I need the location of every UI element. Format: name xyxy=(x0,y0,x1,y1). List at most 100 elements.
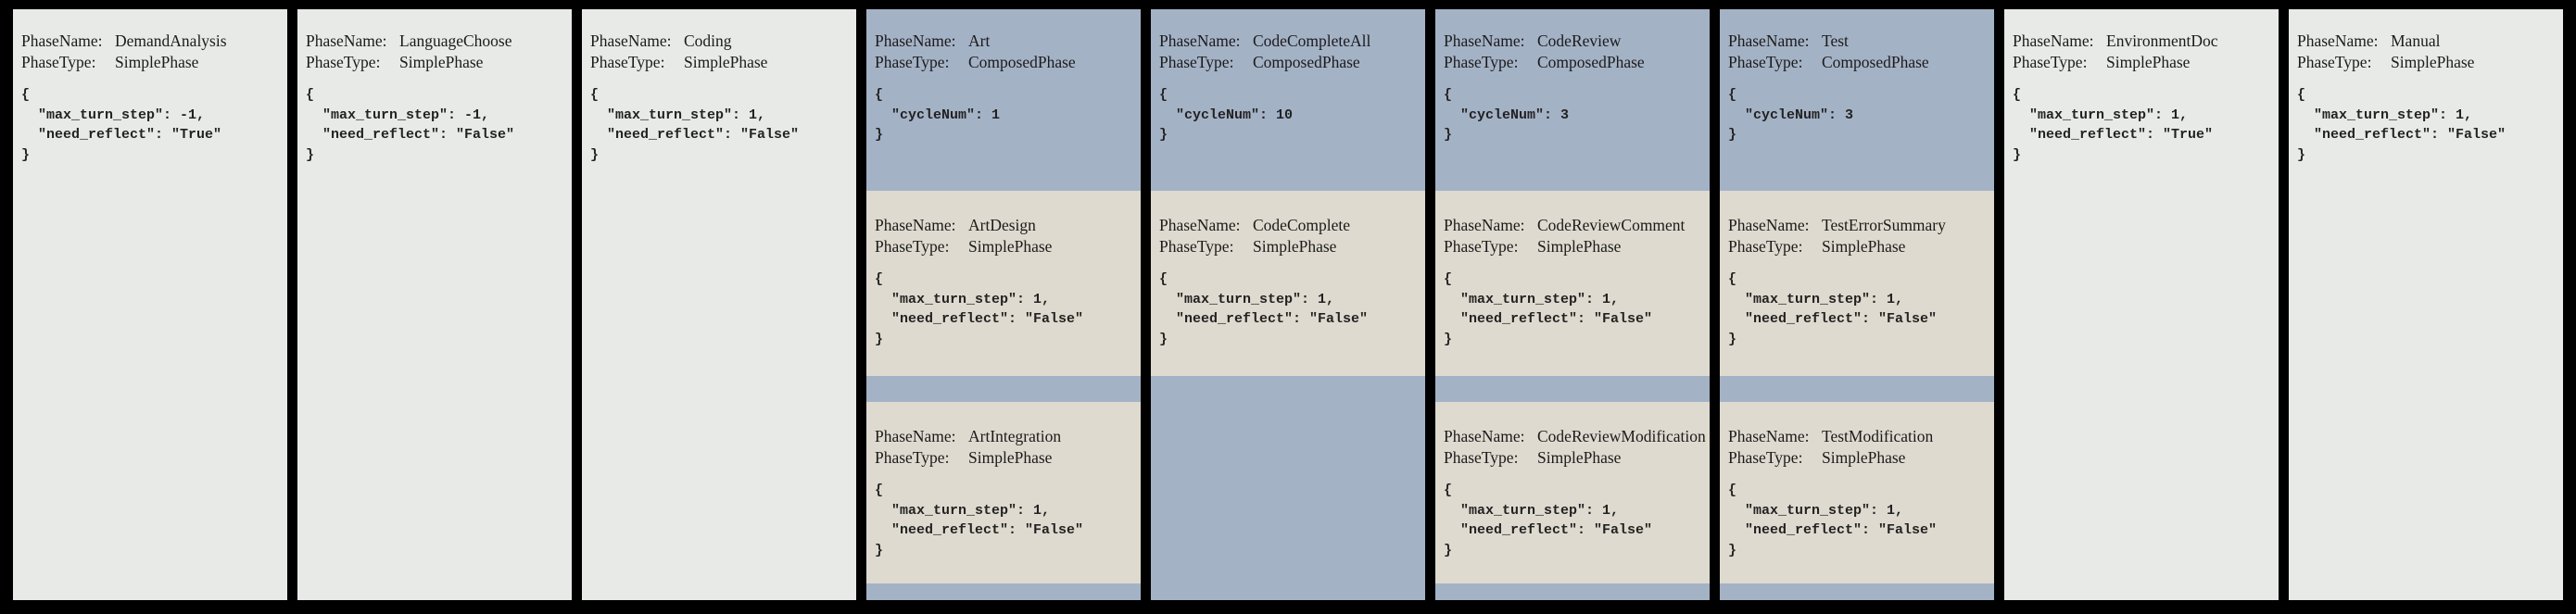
phase-name-label: PhaseName: xyxy=(1728,216,1810,234)
phase-name-value: CodeCompleteAll xyxy=(1253,31,1371,50)
phase-name-value: LanguageChoose xyxy=(399,31,512,50)
json-line: { xyxy=(1444,482,1453,498)
subphase-card-artdesign: PhaseName: ArtDesign PhaseType:SimplePhas… xyxy=(866,191,1141,376)
phase-name-value: EnvironmentDoc xyxy=(2106,31,2218,50)
phase-name-value: TestModification xyxy=(1822,427,1934,445)
phase-name-label: PhaseName: xyxy=(1444,216,1525,234)
json-line: { xyxy=(1159,271,1168,287)
phase-type-row: PhaseType:SimplePhase xyxy=(1728,448,1987,470)
json-line: "max_turn_step": 1, xyxy=(2013,107,2189,123)
subphase-card-testmodification: PhaseName: TestModification PhaseType:Sim… xyxy=(1720,402,1994,583)
phase-name-value: Test xyxy=(1822,31,1849,50)
phase-config-block: PhaseName:EnvironmentDoc PhaseType:Simpl… xyxy=(2004,9,2279,165)
phase-type-label: PhaseType: xyxy=(2013,52,2088,71)
phase-type-label: PhaseType: xyxy=(1728,52,1803,71)
phase-card-environmentdoc: PhaseName:EnvironmentDoc PhaseType:Simpl… xyxy=(2004,9,2279,600)
phase-type-label: PhaseType: xyxy=(875,52,950,71)
phase-config-json: { "max_turn_step": 1, "need_reflect": "F… xyxy=(875,269,1133,349)
phase-config-block: PhaseName:Coding PhaseType:SimplePhase {… xyxy=(582,9,856,165)
phase-meta: PhaseName: TestModification PhaseType:Sim… xyxy=(1728,427,1987,469)
json-line: } xyxy=(1728,127,1737,143)
phase-config-json: { "max_turn_step": 1, "need_reflect": "F… xyxy=(1444,269,1702,349)
phase-meta: PhaseName:CodeCompleteAll PhaseType:Comp… xyxy=(1159,31,1418,73)
phase-config-json: { "max_turn_step": -1, "need_reflect": "… xyxy=(21,85,280,165)
phase-name-value: CodeReviewModification xyxy=(1537,427,1706,445)
phase-meta: PhaseName:Art PhaseType:ComposedPhase xyxy=(875,31,1133,73)
json-line: { xyxy=(1728,87,1737,103)
phase-name-row: PhaseName:Coding xyxy=(590,31,849,53)
phase-type-row: PhaseType:SimplePhase xyxy=(1444,237,1702,258)
phase-config-json: { "max_turn_step": 1, "need_reflect": "F… xyxy=(1728,481,1987,560)
phase-meta: PhaseName:DemandAnalysis PhaseType:Simpl… xyxy=(21,31,280,73)
phase-name-value: CodeComplete xyxy=(1253,216,1350,234)
phase-type-value: SimplePhase xyxy=(968,236,1053,256)
phase-type-label: PhaseType: xyxy=(21,52,96,71)
phase-config-json: { "cycleNum": 3 } xyxy=(1728,85,1987,145)
json-line: } xyxy=(590,146,600,163)
json-line: } xyxy=(306,146,315,163)
phase-type-value: ComposedPhase xyxy=(968,52,1076,71)
phase-type-value: SimplePhase xyxy=(1537,447,1622,467)
json-line: "need_reflect": "False" xyxy=(875,522,1084,538)
json-line: { xyxy=(2013,87,2022,103)
phase-type-value: SimplePhase xyxy=(684,52,768,71)
phase-name-value: Manual xyxy=(2391,31,2441,50)
subphase-card-artintegration: PhaseName:ArtIntegration PhaseType:Simpl… xyxy=(866,402,1141,583)
phase-name-label: PhaseName: xyxy=(2297,31,2379,50)
phase-name-label: PhaseName: xyxy=(21,31,103,50)
json-line: "need_reflect": "False" xyxy=(1444,311,1653,327)
phase-meta: PhaseName:Coding PhaseType: SimplePhase xyxy=(590,31,849,73)
json-line: "need_reflect": "False" xyxy=(1159,311,1369,327)
phase-type-label: PhaseType: xyxy=(1159,236,1234,256)
json-line: "max_turn_step": 1, xyxy=(1444,502,1620,519)
phase-meta: PhaseName: CodeComplete PhaseType:SimpleP… xyxy=(1159,216,1418,257)
phase-meta: PhaseName:LanguageChoose PhaseType:Simpl… xyxy=(306,31,564,73)
json-line: "cycleNum": 1 xyxy=(875,107,1001,123)
phase-name-label: PhaseName: xyxy=(590,31,672,50)
phase-type-label: PhaseType: xyxy=(875,447,950,467)
phase-name-row: PhaseName: TestModification xyxy=(1728,427,1987,448)
phase-config-block: PhaseName: ArtDesign PhaseType:SimplePhas… xyxy=(866,191,1141,349)
phase-card-manual: PhaseName:Manual PhaseType:SimplePhase {… xyxy=(2289,9,2563,600)
phase-type-label: PhaseType: xyxy=(590,52,665,71)
json-line: "max_turn_step": 1, xyxy=(875,291,1051,307)
phase-type-row: PhaseType:SimplePhase xyxy=(21,53,280,74)
phase-type-row: PhaseType:SimplePhase xyxy=(2013,53,2271,74)
phase-name-label: PhaseName: xyxy=(875,31,956,50)
phase-name-row: PhaseName:LanguageChoose xyxy=(306,31,564,53)
phase-name-row: PhaseName: ArtDesign xyxy=(875,216,1133,237)
json-line: } xyxy=(1444,331,1453,347)
phase-name-value: ArtIntegration xyxy=(968,427,1062,445)
phase-config-block: PhaseName:DemandAnalysis PhaseType:Simpl… xyxy=(13,9,287,165)
phase-name-label: PhaseName: xyxy=(1159,216,1241,234)
phase-type-row: PhaseType:ComposedPhase xyxy=(1159,53,1418,74)
phase-type-value: ComposedPhase xyxy=(1822,52,1929,71)
phase-name-label: PhaseName: xyxy=(1444,427,1525,445)
phase-type-row: PhaseType:SimplePhase xyxy=(1159,237,1418,258)
composed-phase-header: PhaseName:Art PhaseType:ComposedPhase { … xyxy=(866,9,1141,191)
json-line: "max_turn_step": -1, xyxy=(306,107,490,123)
phase-type-label: PhaseType: xyxy=(1728,447,1803,467)
json-line: } xyxy=(875,542,884,558)
phase-type-value: ComposedPhase xyxy=(1253,52,1360,71)
phase-meta: PhaseName:TestErrorSummary PhaseType:Sim… xyxy=(1728,216,1987,257)
json-line: { xyxy=(1728,482,1737,498)
phase-type-label: PhaseType: xyxy=(1444,236,1519,256)
json-line: } xyxy=(1444,542,1453,558)
phase-name-row: PhaseName: Manual xyxy=(2297,31,2556,53)
json-line: "cycleNum": 3 xyxy=(1444,107,1570,123)
phase-type-row: PhaseType:SimplePhase xyxy=(875,237,1133,258)
phase-config-json: { "cycleNum": 10 } xyxy=(1159,85,1418,145)
phase-name-row: PhaseName:TestErrorSummary xyxy=(1728,216,1987,237)
phase-name-value: ArtDesign xyxy=(968,216,1036,234)
json-line: { xyxy=(306,87,315,103)
phase-type-value: SimplePhase xyxy=(1822,236,1906,256)
phase-type-label: PhaseType: xyxy=(1444,52,1519,71)
phase-name-label: PhaseName: xyxy=(875,216,956,234)
phase-card-demandanalysis: PhaseName:DemandAnalysis PhaseType:Simpl… xyxy=(13,9,287,600)
json-line: { xyxy=(1159,87,1168,103)
json-line: "need_reflect": "False" xyxy=(306,127,515,143)
phase-name-label: PhaseName: xyxy=(1728,427,1810,445)
json-line: } xyxy=(1159,331,1168,347)
phase-meta: PhaseName:EnvironmentDoc PhaseType:Simpl… xyxy=(2013,31,2271,73)
